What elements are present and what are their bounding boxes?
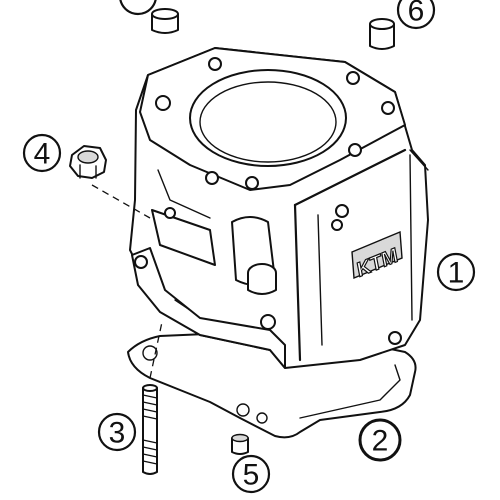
callout-3: 3 bbox=[97, 412, 137, 452]
callout-1-label: 1 bbox=[448, 257, 465, 290]
callout-6: 6 bbox=[396, 0, 436, 30]
cylinder-body: KTM bbox=[129, 47, 429, 369]
dowel-pin bbox=[231, 433, 249, 455]
dowel-bushing-top-right bbox=[369, 18, 395, 50]
callout-partial-top bbox=[119, 0, 157, 16]
callout-1: 1 bbox=[436, 252, 476, 292]
callout-2-label: 2 bbox=[372, 425, 389, 458]
callout-3-label: 3 bbox=[109, 417, 126, 450]
hex-nut bbox=[69, 145, 107, 179]
callout-4: 4 bbox=[22, 133, 62, 173]
callout-5-label: 5 bbox=[243, 459, 260, 492]
callout-2: 2 bbox=[358, 418, 402, 462]
callout-5: 5 bbox=[231, 454, 271, 494]
callout-6-label: 6 bbox=[408, 0, 425, 28]
stud-bolt bbox=[142, 321, 163, 475]
dowel-bushing-top-left bbox=[151, 8, 179, 34]
callout-4-label: 4 bbox=[34, 138, 51, 171]
